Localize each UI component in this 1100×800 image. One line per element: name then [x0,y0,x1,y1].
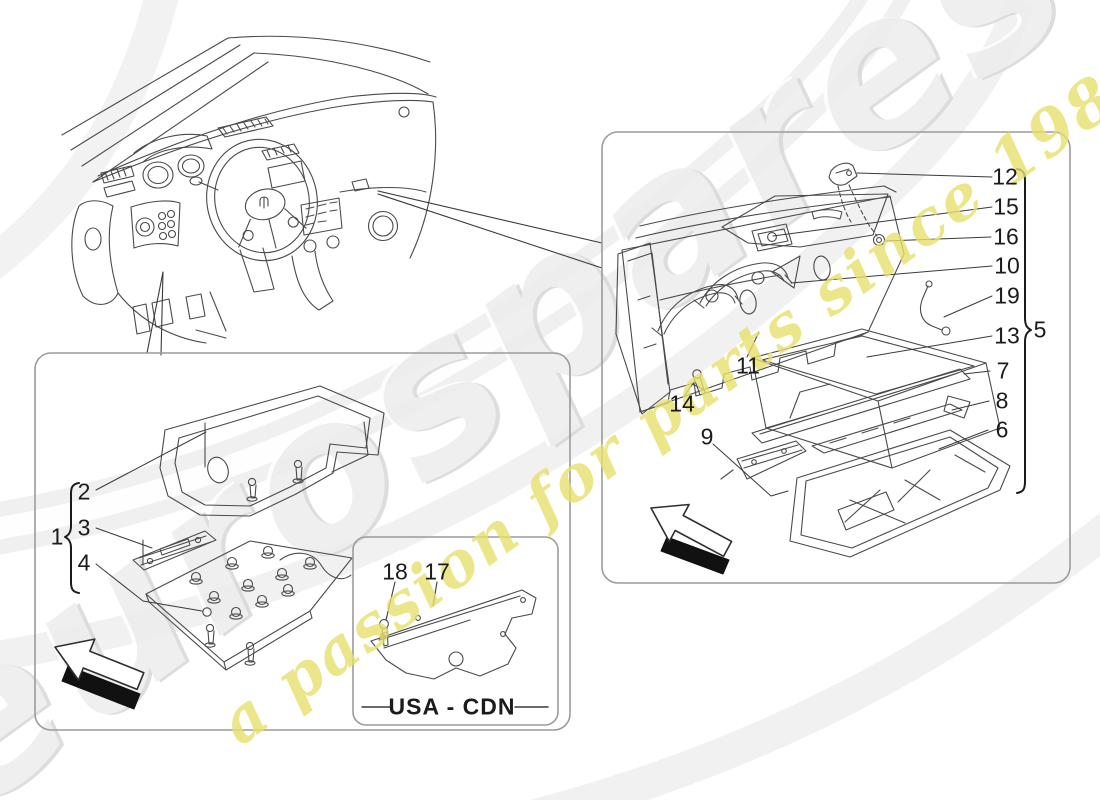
part-label-6: 6 [995,416,1009,443]
swoosh-band-2 [0,0,1035,671]
part-label-16: 16 [993,223,1019,250]
usa-cdn-shield-plate [361,581,549,708]
usa-cdn-inset-box [352,536,559,726]
part-label-7: 7 [996,357,1010,384]
direction-arrow-right [650,503,733,575]
part-label-11: 11 [736,352,760,379]
group-bracket-5 [1016,168,1032,494]
direction-arrow-left [54,638,145,710]
part-label-4: 4 [77,549,91,576]
glovebox-exploded-view [615,162,1011,558]
part-label-10: 10 [994,252,1020,279]
part-label-13: 13 [994,322,1020,349]
part-label-15: 15 [993,193,1019,220]
usa-cdn-caption: USA - CDN [388,693,516,720]
part-label-3: 3 [77,514,91,541]
part-label-9: 9 [700,423,714,450]
part-label-18: 18 [382,558,408,585]
part-label-17: 17 [424,558,450,585]
part-label-12: 12 [992,163,1018,190]
swoosh-band-3 [530,512,1100,800]
right-box-leader-lines [683,172,993,497]
swoosh-band-4 [0,0,179,280]
part-label-2: 2 [77,478,91,505]
part-label-14: 14 [669,390,695,417]
left-detail-box [34,352,571,731]
dashboard-illustration [61,35,437,344]
part-label-19: 19 [994,282,1020,309]
group-bracket-1 [64,482,80,594]
pointer-lines [146,190,603,356]
dashboard-panels-exploded-view [132,385,385,671]
left-box-leader-lines [95,431,207,612]
glovebox-detail-box [601,131,1071,584]
part-label-1: 1 [50,523,64,550]
part-label-8: 8 [995,387,1009,414]
part-label-5: 5 [1033,316,1047,343]
